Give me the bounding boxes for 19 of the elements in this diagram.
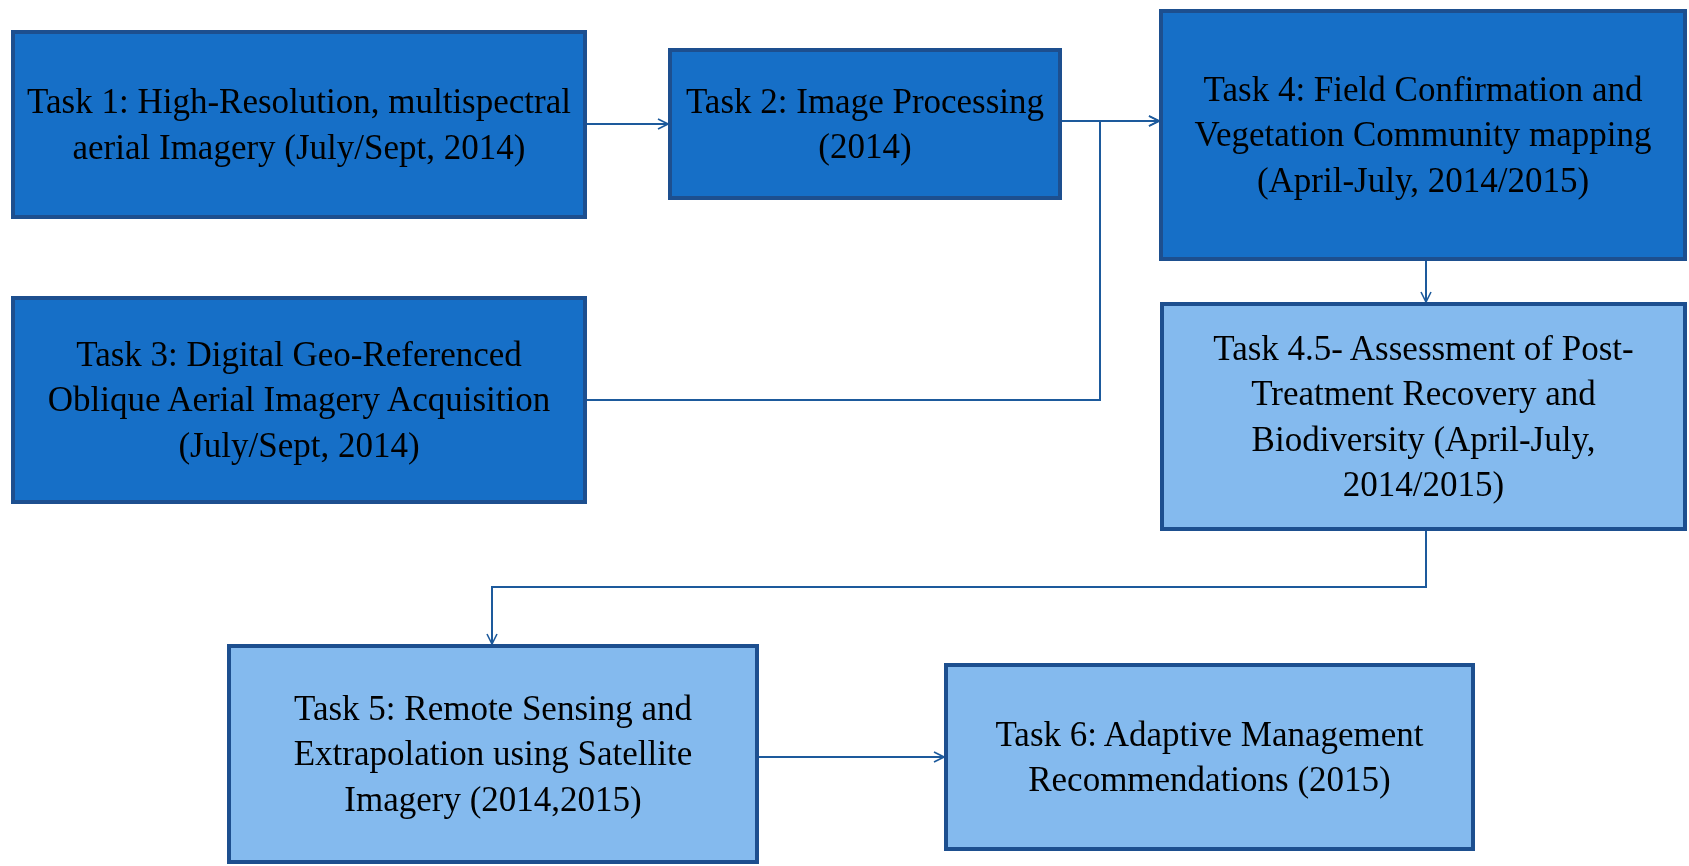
- arrow: [486, 530, 1427, 645]
- process-box: [227, 644, 759, 864]
- process-box: [11, 30, 587, 219]
- process-box: [11, 296, 587, 504]
- task-label: Task 5: Remote Sensing and Extrapolation using Satellite Imagery (2014,2015): [292, 687, 694, 821]
- task-label: Task 2: Image Processing (2014): [684, 80, 1046, 168]
- task-label: Task 4.5- Assessment of Post-Treatment Recovery and Biodiversity (April-July, 2014/2015): [1212, 327, 1635, 506]
- arrow: [586, 115, 1160, 401]
- task-label: Task 1: High-Resolution, multispectral aerial Imagery (July/Sept, 2014): [26, 81, 572, 169]
- process-box: [1160, 302, 1687, 531]
- process-box: [1159, 9, 1687, 261]
- arrow: [758, 751, 945, 763]
- process-box: [668, 48, 1062, 200]
- arrow: [1420, 260, 1432, 303]
- process-box: [944, 663, 1475, 851]
- arrow: [586, 118, 669, 130]
- task-label: Task 3: Digital Geo-Referenced Oblique Aerial Imagery Acquisition (July/Sept, 2014): [46, 333, 552, 467]
- task-label: Task 4: Field Confirmation and Vegetation Community mapping (April-July, 2014/2015): [1193, 68, 1653, 202]
- task-label: Task 6: Adaptive Management Recommendations (2015): [994, 713, 1425, 801]
